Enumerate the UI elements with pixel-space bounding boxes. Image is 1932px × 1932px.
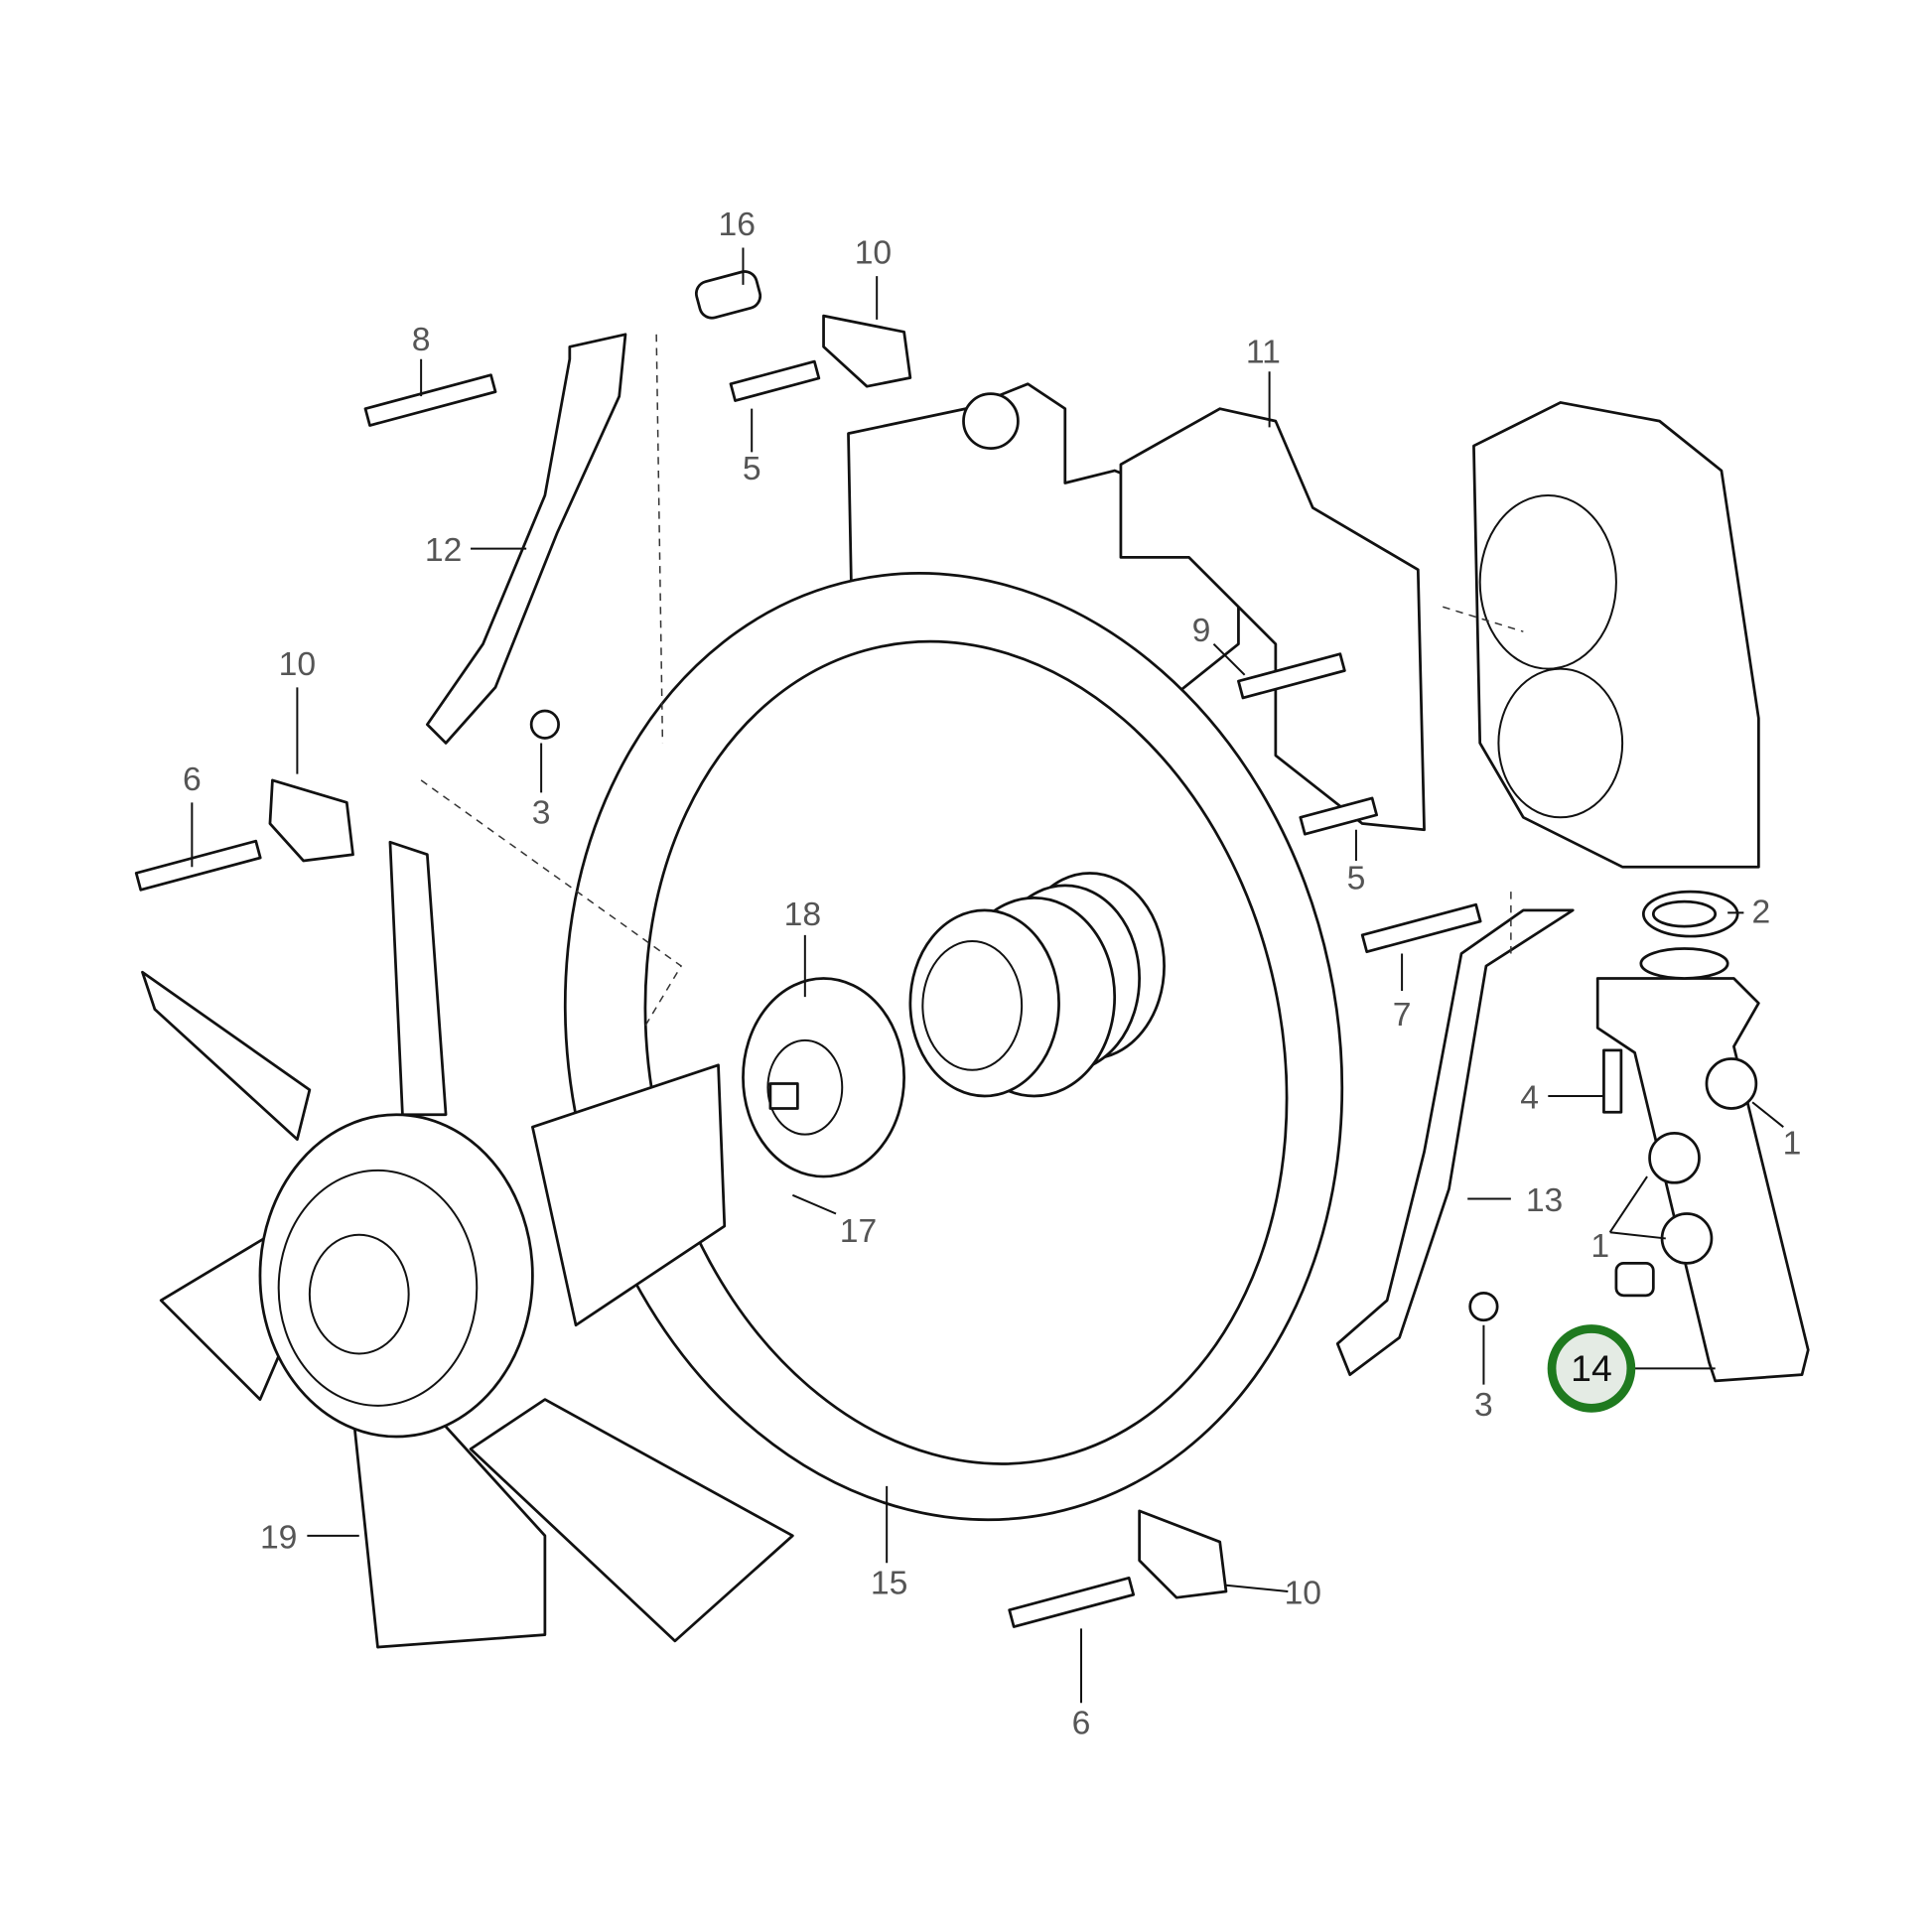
- small-parts: [529, 270, 1758, 1322]
- callout-13[interactable]: 13: [1526, 1182, 1563, 1219]
- hub-18: [742, 977, 906, 1178]
- callout-10[interactable]: 10: [279, 646, 316, 683]
- bracket-11: [1119, 407, 1426, 832]
- callout-3[interactable]: 3: [532, 795, 551, 832]
- callout-8[interactable]: 8: [412, 322, 431, 358]
- fan-19: [141, 840, 794, 1649]
- callout-7[interactable]: 7: [1393, 997, 1412, 1034]
- hose-13: [1335, 908, 1575, 1377]
- callout-16[interactable]: 16: [718, 207, 755, 243]
- callout-1[interactable]: 1: [1590, 1228, 1609, 1265]
- callout-11[interactable]: 11: [1246, 334, 1281, 370]
- callout-12[interactable]: 12: [425, 532, 462, 569]
- leader-lines: [191, 247, 1784, 1704]
- callout-17[interactable]: 17: [840, 1213, 877, 1250]
- callout-3[interactable]: 3: [1474, 1387, 1493, 1424]
- pulley: [908, 872, 1166, 1098]
- alignment-lines: [420, 334, 1524, 1029]
- timing-cover: [1472, 401, 1760, 869]
- callout-5[interactable]: 5: [743, 451, 761, 487]
- callout-1[interactable]: 1: [1783, 1126, 1802, 1163]
- callout-19[interactable]: 19: [260, 1519, 297, 1556]
- callout-4[interactable]: 4: [1520, 1079, 1539, 1116]
- callout-18[interactable]: 18: [784, 897, 821, 933]
- callout-14-highlighted[interactable]: 14: [1571, 1347, 1612, 1389]
- callout-10[interactable]: 10: [1285, 1575, 1321, 1611]
- callout-5[interactable]: 5: [1347, 861, 1366, 897]
- callout-6[interactable]: 6: [183, 761, 202, 798]
- callout-10[interactable]: 10: [855, 235, 892, 272]
- callout-2[interactable]: 2: [1751, 894, 1770, 930]
- callout-15[interactable]: 15: [871, 1565, 907, 1601]
- brackets-10: [268, 314, 1228, 1599]
- bolts: [134, 359, 1623, 1628]
- outlet-pipe-14: [1595, 890, 1810, 1383]
- highlight-ring: [1547, 1324, 1636, 1413]
- hose-12: [425, 333, 627, 745]
- callout-6[interactable]: 6: [1072, 1705, 1091, 1741]
- callout-9[interactable]: 9: [1192, 613, 1211, 649]
